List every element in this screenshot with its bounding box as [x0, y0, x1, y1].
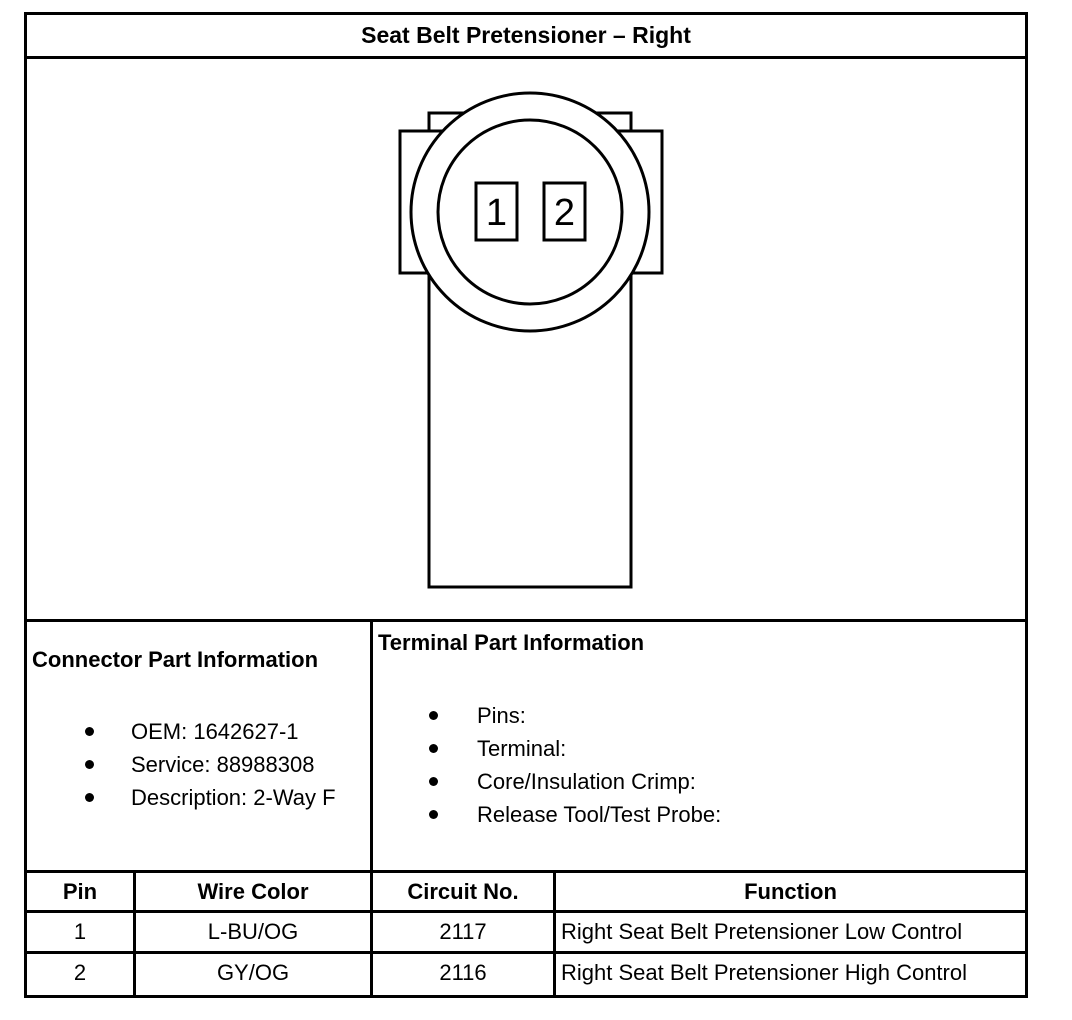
connector-info-list: OEM: 1642627-1 Service: 88988308 Descrip… — [85, 715, 370, 814]
connector-sheet: Seat Belt Pretensioner – Right 1 2 Conne… — [24, 12, 1028, 998]
terminal-info-heading: Terminal Part Information — [378, 630, 645, 655]
bullet-icon — [85, 793, 94, 802]
column-header-wire-color: Wire Color — [197, 879, 309, 904]
column-header-function: Function — [744, 879, 837, 904]
title-divider — [27, 56, 1025, 59]
table-cell-pin: 1 — [73, 919, 87, 944]
info-column-divider — [370, 622, 373, 870]
terminal-info-list: Pins: Terminal: Core/Insulation Crimp: R… — [429, 699, 989, 831]
column-divider — [133, 873, 136, 995]
pin-table: Pin Wire Color Circuit No. Function 1 L-… — [27, 873, 1025, 995]
list-item: Release Tool/Test Probe: — [429, 798, 989, 831]
column-divider — [553, 873, 556, 995]
column-header-circuit: Circuit No. — [407, 879, 519, 904]
table-cell-circuit: 2117 — [439, 919, 487, 944]
list-item: OEM: 1642627-1 — [85, 715, 370, 748]
list-item: Service: 88988308 — [85, 748, 370, 781]
diagram-divider — [27, 619, 1025, 622]
info-divider — [27, 870, 1025, 873]
table-cell-wire-color: GY/OG — [216, 960, 290, 985]
page-title: Seat Belt Pretensioner – Right — [361, 22, 691, 48]
connector-info-heading: Connector Part Information — [32, 647, 319, 672]
column-divider — [370, 873, 373, 995]
list-item: Description: 2-Way F — [85, 781, 370, 814]
bullet-icon — [85, 760, 94, 769]
table-divider — [27, 910, 1025, 913]
bullet-icon — [429, 711, 438, 720]
connector-inner-ring — [436, 118, 624, 306]
list-item: Terminal: — [429, 732, 989, 765]
bullet-icon — [429, 777, 438, 786]
table-divider — [27, 951, 1025, 954]
pin-1-cavity — [474, 181, 519, 242]
table-cell-function: Right Seat Belt Pretensioner Low Control — [561, 919, 963, 944]
table-cell-wire-color: L-BU/OG — [207, 919, 299, 944]
pin-2-cavity — [542, 181, 587, 242]
bullet-icon — [429, 810, 438, 819]
pin-1-label: 1 — [486, 192, 507, 234]
table-cell-pin: 2 — [73, 960, 87, 985]
connector-face-diagram: 1 2 — [398, 91, 664, 589]
terminal-part-info: Terminal Part Information Pins: Terminal… — [373, 622, 1025, 870]
connector-part-info: Connector Part Information OEM: 1642627-… — [27, 622, 370, 870]
list-item: Pins: — [429, 699, 989, 732]
bullet-icon — [85, 727, 94, 736]
table-cell-function: Right Seat Belt Pretensioner High Contro… — [561, 960, 967, 985]
column-header-pin: Pin — [62, 879, 98, 904]
pin-2-label: 2 — [554, 192, 575, 234]
bullet-icon — [429, 744, 438, 753]
list-item: Core/Insulation Crimp: — [429, 765, 989, 798]
table-cell-circuit: 2116 — [439, 960, 487, 985]
